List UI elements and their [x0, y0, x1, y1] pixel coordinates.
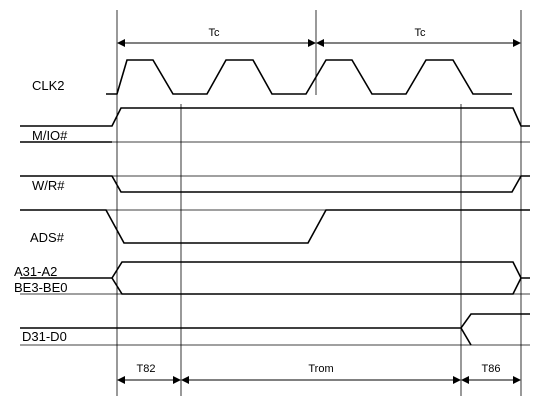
signal-label-clk2: CLK2 — [32, 78, 65, 93]
tc-first-arrowhead-left — [117, 39, 125, 47]
signal-label-ads: ADS# — [30, 230, 65, 245]
signal-label-data: D31-D0 — [22, 329, 67, 344]
signal-label-be: BE3-BE0 — [14, 280, 67, 295]
signal-label-addr: A31-A2 — [14, 264, 57, 279]
tc-second-label: Tc — [415, 27, 427, 39]
t86-arrowhead-right — [513, 376, 521, 384]
waveform-clk2 — [106, 59, 512, 95]
bottom-dimensions: T82 Trom T86 — [117, 363, 521, 384]
waveform-mio — [20, 107, 530, 143]
t82-arrowhead-left — [117, 376, 125, 384]
t86-arrowhead-left — [461, 376, 469, 384]
waveform-data-bus — [20, 313, 530, 346]
trom-label: Trom — [308, 363, 333, 375]
tc-first-label: Tc — [209, 27, 221, 39]
signal-labels: CLK2 M/IO# W/R# ADS# A31-A2 BE3-BE0 D31-… — [14, 78, 68, 344]
tc-first-arrowhead-right — [308, 39, 316, 47]
waveform-address-bus — [20, 261, 530, 295]
t82-label: T82 — [137, 363, 156, 375]
tc-second-arrowhead-right — [513, 39, 521, 47]
guide-lines — [116, 10, 522, 396]
waveform-wr — [20, 175, 530, 193]
trom-arrowhead-left — [181, 376, 189, 384]
signal-label-mio: M/IO# — [32, 128, 68, 143]
waveform-ads — [20, 209, 530, 244]
t86-label: T86 — [482, 363, 501, 375]
tc-second-arrowhead-left — [316, 39, 324, 47]
t82-arrowhead-right — [173, 376, 181, 384]
trom-arrowhead-right — [453, 376, 461, 384]
signal-label-wr: W/R# — [32, 178, 65, 193]
tc-dimensions: Tc Tc — [117, 27, 521, 47]
